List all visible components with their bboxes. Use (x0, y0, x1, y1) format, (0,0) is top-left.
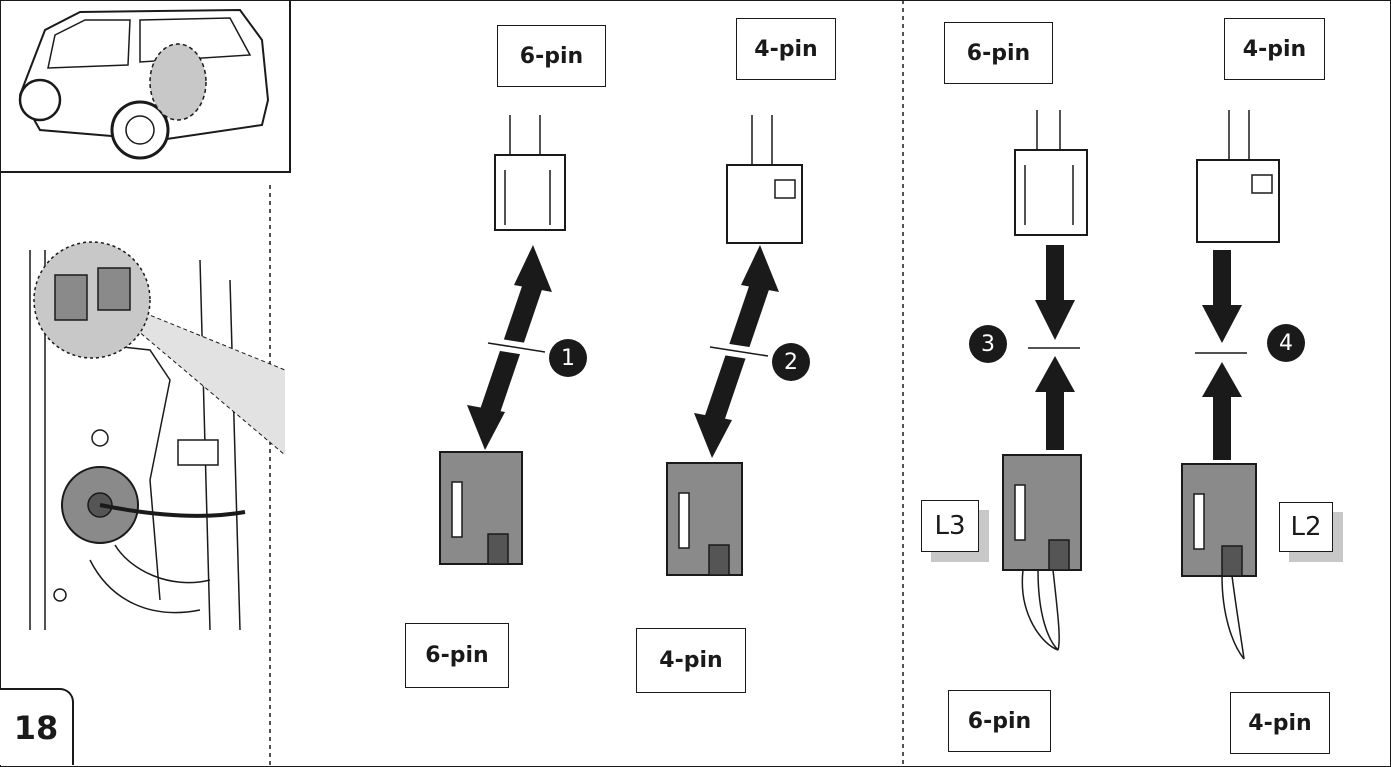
label-6pin-bottom-left: 6-pin (405, 623, 509, 688)
label-4pin-top-right: 4-pin (1224, 18, 1325, 80)
step-circle-2: 2 (772, 343, 810, 381)
connector-plug-icon (726, 115, 803, 244)
label-4pin-bottom-mid: 4-pin (636, 628, 746, 693)
vehicle-icon (0, 0, 291, 173)
connector-plug-icon (439, 451, 523, 565)
double-arrow-icon (694, 245, 779, 458)
connector-plug-icon (666, 462, 743, 576)
connector-plug-icon (1196, 110, 1280, 243)
tag-l2: L2 (1279, 502, 1333, 552)
label-4pin-bottom-right: 4-pin (1230, 692, 1330, 754)
connector-plug-icon (494, 115, 566, 231)
harness-detail-icon (20, 241, 286, 631)
tag-l3: L3 (921, 500, 979, 552)
label-6pin-bottom-right: 6-pin (948, 690, 1051, 752)
label-4pin-top-mid: 4-pin (736, 18, 836, 80)
connector-plug-icon (1002, 454, 1082, 651)
double-arrow-icon (1195, 250, 1247, 460)
double-arrow-icon (467, 245, 552, 450)
label-6pin-top-left: 6-pin (497, 25, 606, 87)
step-circle-4: 4 (1267, 324, 1305, 362)
step-number: 18 (0, 688, 74, 765)
label-6pin-top-right: 6-pin (944, 22, 1053, 84)
double-arrow-icon (1028, 245, 1080, 450)
connector-plug-icon (1181, 463, 1257, 660)
step-circle-3: 3 (969, 325, 1007, 363)
step-circle-1: 1 (549, 339, 587, 377)
connector-plug-icon (1014, 110, 1088, 236)
